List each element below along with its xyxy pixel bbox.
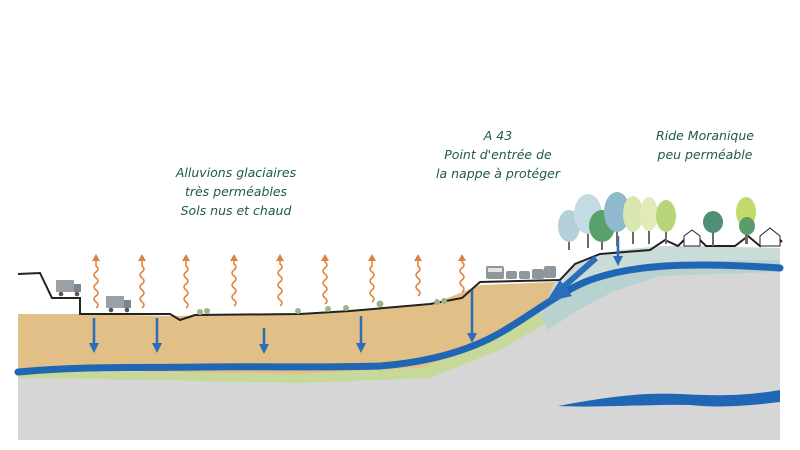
ground-surface-line — [17, 228, 783, 322]
aquifer-lower — [558, 390, 780, 407]
infiltration-arrows — [89, 236, 623, 354]
infiltration-arrow-icon — [467, 290, 477, 343]
tree-icon — [640, 197, 658, 244]
truck-icon — [56, 280, 81, 297]
label-ride-line-2: peu perméable — [657, 147, 753, 162]
truck-icon — [106, 296, 131, 313]
heat-wave-arrow-icon — [414, 254, 422, 297]
car-icon — [544, 266, 556, 278]
heat-wave-arrow-icon — [276, 254, 284, 307]
infiltration-arrow-icon — [89, 318, 99, 353]
label-alluvions-line-1: Alluvions glaciaires — [175, 165, 297, 180]
label-alluvions: Alluvions glaciaires très perméables Sol… — [166, 163, 306, 220]
label-alluvions-line-2: très perméables — [184, 184, 288, 199]
heat-wave-arrow-icon — [138, 254, 146, 309]
bus-icon — [486, 266, 504, 279]
tree-icon — [623, 196, 643, 244]
heat-wave-arrow-icon — [230, 254, 238, 307]
moraine-ridge-layer — [540, 246, 780, 315]
label-alluvions-line-3: Sols nus et chaud — [180, 203, 292, 218]
bedrock-layer — [18, 260, 780, 440]
alluvial-soil-layer — [18, 282, 560, 374]
green-band-layer — [18, 312, 548, 383]
heat-wave-arrow-icon — [368, 254, 376, 303]
lateral-inflow-arrow — [546, 255, 598, 302]
heat-arrows — [92, 254, 466, 309]
infiltration-arrow-icon — [152, 318, 162, 353]
label-ride-line-1: Ride Moranique — [656, 128, 754, 143]
tree-icon — [703, 211, 723, 246]
infiltration-arrow-icon — [356, 316, 366, 353]
heat-wave-arrow-icon — [321, 254, 329, 305]
label-a43-line-3: la nappe à protéger — [436, 166, 560, 181]
heat-wave-arrow-icon — [92, 254, 100, 309]
tree-icon — [604, 192, 630, 246]
heat-wave-arrow-icon — [182, 254, 190, 309]
car-icon — [519, 271, 530, 279]
heat-wave-arrow-icon — [458, 254, 466, 293]
label-a43-line-1: A 43 — [483, 128, 513, 143]
ground-vegetation — [197, 298, 447, 315]
house-icon — [759, 227, 781, 247]
tree-icon — [656, 200, 676, 244]
car-icon — [532, 269, 544, 279]
aquifer-main — [14, 261, 784, 376]
house-icon — [683, 229, 701, 247]
tree-icon — [739, 217, 755, 244]
label-ride-moranique: Ride Moranique peu perméable — [640, 126, 770, 164]
label-a43-line-2: Point d'entrée de — [444, 147, 552, 162]
label-a43: A 43 Point d'entrée de la nappe à protég… — [428, 126, 568, 183]
infiltration-arrow-icon — [259, 328, 269, 354]
car-icon — [506, 271, 517, 279]
